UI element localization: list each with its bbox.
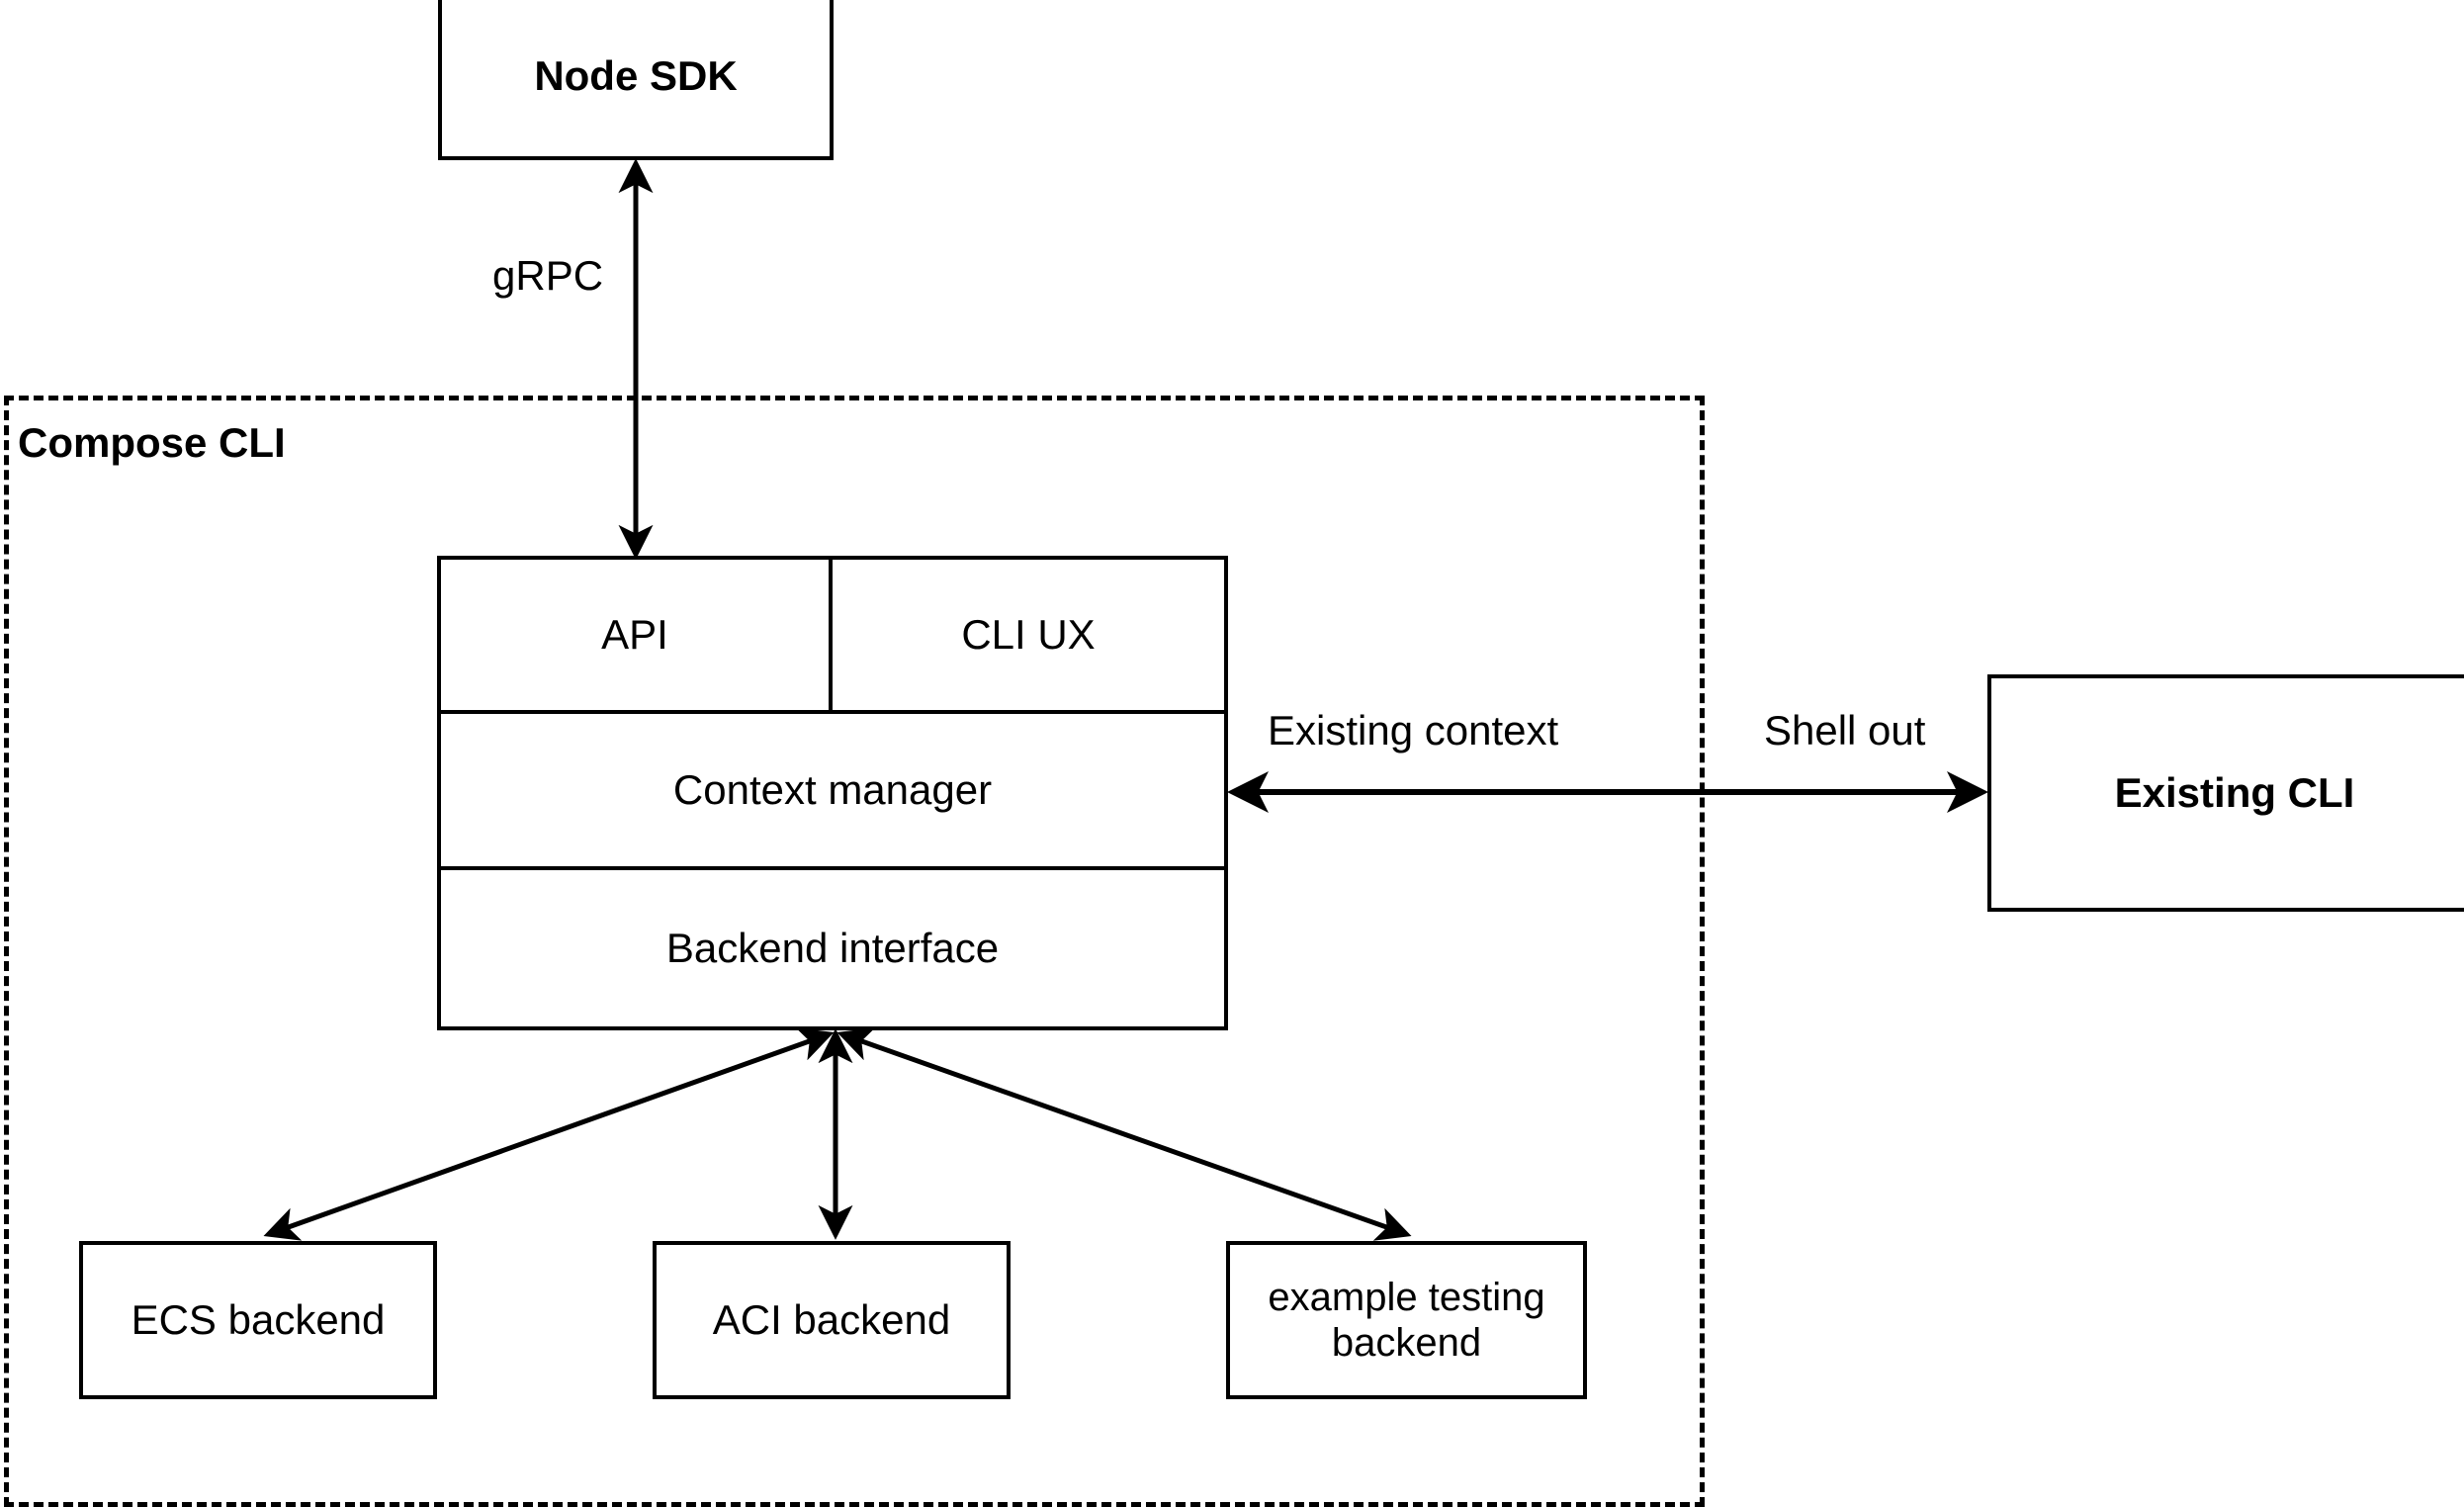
- aci-backend-box[interactable]: ACI backend: [653, 1241, 1011, 1399]
- existing-cli-box[interactable]: Existing CLI: [1987, 674, 2464, 912]
- ecs-backend-box[interactable]: ECS backend: [79, 1241, 437, 1399]
- stack-cell-api[interactable]: API: [441, 560, 833, 710]
- example-testing-backend-box[interactable]: example testing backend: [1226, 1241, 1587, 1399]
- stack-row-api-cliux: API CLI UX: [441, 560, 1224, 714]
- compose-cli-stack: API CLI UX Context manager Backend inter…: [437, 556, 1228, 1030]
- compose-cli-group-boundary: [4, 396, 1705, 1507]
- stack-cell-cli-ux[interactable]: CLI UX: [961, 611, 1096, 658]
- stack-cell-context-manager: Context manager: [672, 766, 993, 813]
- stack-row-backend-interface[interactable]: Backend interface: [441, 870, 1224, 1026]
- edge-label-grpc: gRPC: [492, 252, 604, 299]
- stack-row-context-manager[interactable]: Context manager: [441, 714, 1224, 870]
- node-sdk-box[interactable]: Node SDK: [438, 0, 834, 160]
- compose-cli-group-label: Compose CLI: [18, 419, 286, 466]
- stack-cell-backend-interface: Backend interface: [665, 925, 1000, 971]
- edge-label-existing-context: Existing context: [1268, 707, 1559, 754]
- edge-label-shell-out: Shell out: [1764, 707, 1926, 754]
